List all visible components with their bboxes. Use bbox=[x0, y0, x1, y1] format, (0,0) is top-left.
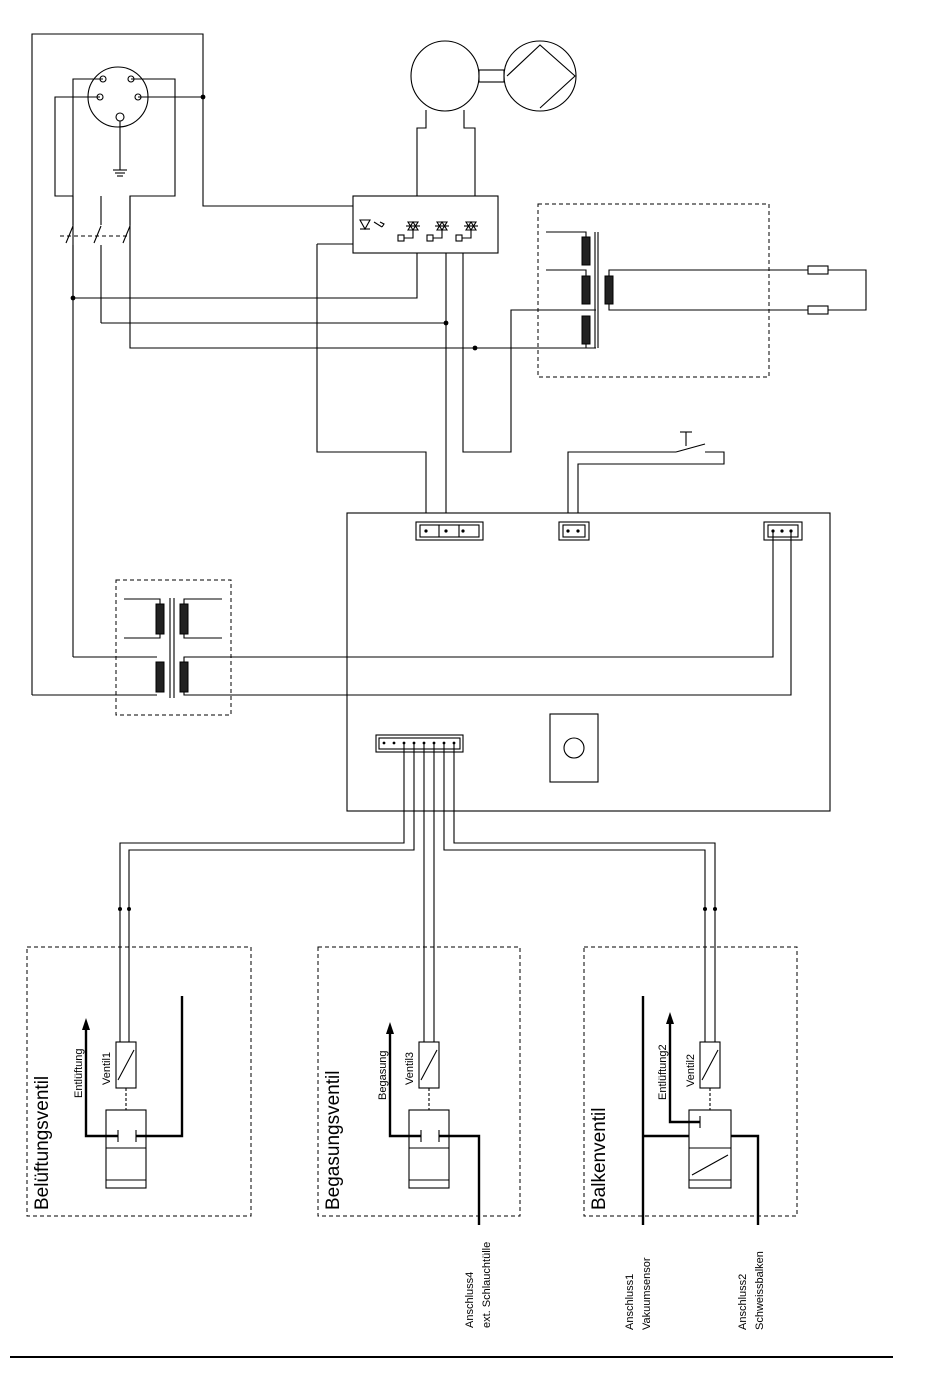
valve-outlet-label-1: Entlüftung bbox=[73, 1048, 85, 1098]
connection-label-anschluss4: Anschluss4 bbox=[464, 1272, 476, 1328]
valve-title-2: Balkenventil bbox=[589, 1108, 610, 1210]
connection-label-anschluss2: Anschluss2 bbox=[737, 1274, 749, 1330]
valve-unit-1 bbox=[27, 947, 251, 1216]
connection-desc-anschluss2: Schweissbalken bbox=[754, 1251, 766, 1330]
valve-coil-label-2: Ventil2 bbox=[685, 1054, 697, 1087]
valve-coil-label-1: Ventil1 bbox=[101, 1052, 113, 1085]
valve-coil-label-3: Ventil3 bbox=[404, 1052, 416, 1085]
motor-symbol bbox=[411, 41, 576, 111]
mains-plug-symbol bbox=[88, 67, 148, 176]
valve-unit-3 bbox=[318, 947, 520, 1225]
connection-desc-anschluss4: ext. Schlauchtülle bbox=[481, 1242, 493, 1328]
connection-label-anschluss1: Anschluss1 bbox=[624, 1274, 636, 1330]
valve-title-3: Begasungsventil bbox=[323, 1071, 344, 1210]
main-switch-symbol bbox=[60, 226, 130, 243]
control-board bbox=[347, 513, 830, 811]
connection-desc-anschluss1: Vakuumsensor bbox=[641, 1257, 653, 1330]
solid-state-relay bbox=[353, 196, 498, 253]
valve-outlet-label-2: Entlüftung2 bbox=[657, 1044, 669, 1100]
valve-outlet-label-3: Begasung bbox=[377, 1050, 389, 1100]
valve-title-1: Belüftungsventil bbox=[32, 1076, 53, 1210]
heater-transformer bbox=[538, 204, 866, 377]
